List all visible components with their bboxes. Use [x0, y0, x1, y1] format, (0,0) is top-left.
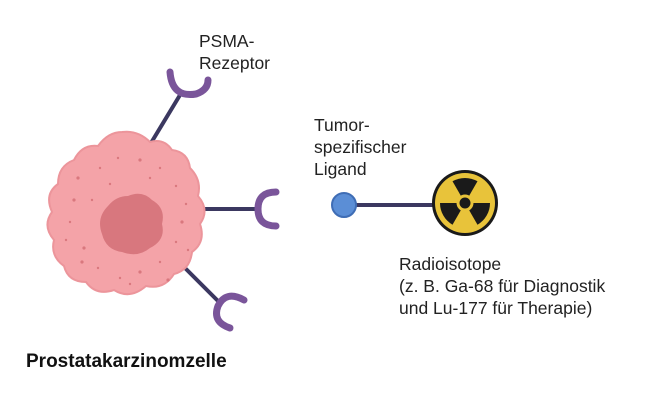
cell-dot: [96, 266, 100, 270]
cell-dot: [138, 270, 142, 274]
ligand-label: Tumor- spezifischer Ligand: [314, 115, 411, 179]
receptor-stem-bottom: [178, 261, 222, 305]
cell-nucleus: [100, 193, 163, 255]
cell-dot: [174, 184, 178, 188]
radioactive-trefoil-icon: [432, 170, 498, 236]
cell-dot: [166, 278, 170, 282]
cell-label: Prostatakarzinomzelle: [26, 351, 227, 372]
cell-dot: [118, 276, 122, 280]
cell-dot: [180, 220, 184, 224]
cell-dots: [64, 156, 190, 286]
cell-dot: [80, 260, 84, 264]
cell-dot: [64, 238, 68, 242]
cell-dot: [158, 166, 162, 170]
receptor-label: PSMA- Rezeptor: [199, 31, 270, 73]
cell-dot: [128, 282, 132, 286]
cell-dot: [184, 202, 188, 206]
cell-dot: [72, 198, 76, 202]
cell-dot: [68, 220, 72, 224]
cell-dot: [76, 176, 80, 180]
cell-dot: [98, 166, 102, 170]
cell-dot: [148, 176, 152, 180]
cell-dot: [174, 240, 178, 244]
cell-dot: [186, 248, 190, 252]
psma-receptor-icon-top: [166, 68, 212, 99]
psma-receptor-icon-bottom: [213, 292, 248, 332]
tumor-ligand-icon: [331, 192, 357, 218]
isotope-label: Radioisotope (z. B. Ga-68 für Diagnostik…: [399, 254, 610, 318]
cell-dot: [82, 246, 86, 250]
cell-dot: [158, 260, 162, 264]
cell-dot: [138, 158, 142, 162]
cell-dot: [108, 182, 112, 186]
psma-receptor-icon-middle: [254, 188, 280, 230]
cell-dot: [90, 198, 94, 202]
receptor-stem-top: [149, 93, 182, 145]
cell-dot: [116, 156, 120, 160]
